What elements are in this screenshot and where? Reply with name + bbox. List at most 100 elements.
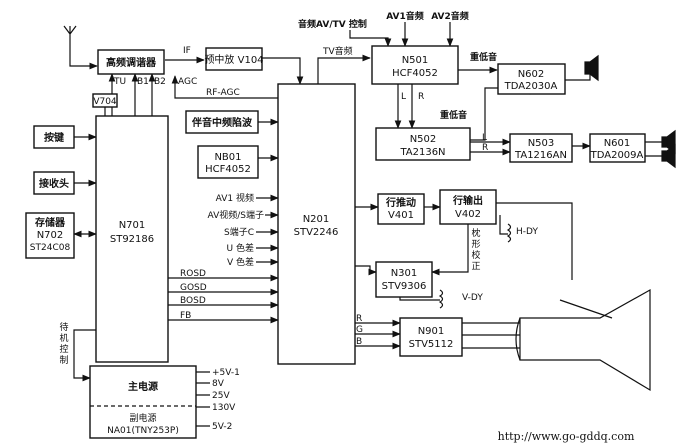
n901-code: N901 [418,326,445,337]
rail-130v-label: 130V [212,403,236,413]
memory-code: N702 [37,230,64,241]
memory-chip: ST24C08 [30,243,71,253]
s-c-label: S端子C [224,226,254,238]
r-label: R [418,92,424,102]
sound-trap-label: 伴音中频陷波 [191,116,253,129]
tuner-label: 高频调谐器 [106,56,157,69]
n201-chip: STV2246 [294,227,339,238]
receiver-box [33,171,75,195]
rail-5v1-label: +5V-1 [212,368,240,378]
sound-trap-box [185,110,259,134]
n901-chip: STV5112 [409,339,454,350]
n701-code: N701 [119,220,146,231]
n701-box [95,115,169,363]
keys-box [33,125,75,149]
n503-box [509,133,573,163]
n502-chip: TA2136N [399,147,445,158]
l-out-label: L [482,133,487,143]
pincushion-label: 枕形校正 [471,227,480,272]
n201-code: N201 [303,214,330,225]
watermark: http://www.go-gddq.com [498,430,635,443]
n901-box [399,317,463,357]
n502-code: N502 [410,134,437,145]
r-out-label: R [482,143,488,153]
b2-pin-label: B2 [154,77,166,87]
if-signal-label: IF [183,46,191,56]
aux-psu-code: NA01(TNY253P) [107,426,179,436]
memory-box [25,212,75,259]
rosd-label: ROSD [180,269,206,279]
rail-25v-label: 25V [212,391,230,401]
rgb-g-label: G [356,325,363,335]
n301-box [375,261,433,298]
crt-tube-icon [515,288,651,392]
n601-code: N601 [604,138,631,149]
keys-label: 按键 [44,131,65,144]
h-out-box [439,189,497,225]
n301-code: N301 [391,268,418,279]
gosd-label: GOSD [180,283,207,293]
n501-code: N501 [402,55,429,66]
h-dy-label: H-DY [516,227,538,237]
n501-chip: HCF4052 [392,68,438,79]
main-psu-label: 主电源 [128,380,158,393]
n602-box [497,63,566,95]
h-out-code: V402 [455,209,481,220]
rf-agc-label: RF-AGC [206,88,240,98]
v-chroma-label: V 色差 [227,256,254,268]
if-amp-label: 预中放 V104 [204,53,263,66]
wires [63,22,662,427]
tu-pin-label: TU [113,77,126,87]
fb-label: FB [180,311,191,321]
aux-psu-name: 副电源 [129,412,156,424]
antenna-icon [63,25,97,66]
h-drive-name: 行推动 [385,196,416,209]
rgb-r-label: R [356,314,362,324]
agc-pin-label: AGC [178,77,197,87]
av-s-label: AV视频/S端子 [208,209,264,221]
v704-label: V704 [93,97,117,107]
av1-audio-label: AV1音频 [386,10,424,22]
h-out-name: 行输出 [452,194,483,207]
boxes [25,45,646,439]
n701-chip: ST92186 [110,234,154,245]
if-amp-box [205,47,263,71]
speaker-icon [584,54,676,169]
n301-chip: STV9306 [382,281,427,292]
n501-box [371,45,459,85]
rail-5v2-label: 5V-2 [212,422,232,432]
n602-code: N602 [518,69,545,80]
memory-name: 存储器 [35,216,66,229]
n602-chip: TDA2030A [504,81,558,92]
n201-box [277,83,356,365]
av2-audio-label: AV2音频 [431,10,469,22]
n503-code: N503 [528,138,555,149]
tv-audio-label: TV音频 [322,45,353,57]
n601-chip: TDA2009A [590,150,644,161]
v704-box [92,93,118,108]
b1-pin-label: B1 [137,77,149,87]
nb01-chip: HCF4052 [205,164,251,175]
nb01-code: NB01 [214,152,241,163]
n601-box [589,133,646,163]
standby-control-label: 待机控制 [59,321,68,366]
bosd-label: BOSD [180,296,206,306]
rail-8v-label: 8V [212,379,225,389]
h-drive-code: V401 [388,210,414,221]
tuner-box [97,49,165,75]
rgb-b-label: B [356,337,362,347]
n503-chip: TA1216AN [514,150,567,161]
l-label: L [401,92,406,102]
vertical-labels: 待机控制 枕形校正 [59,227,480,366]
bass-top-label: 重低音 [470,51,497,63]
av1-video-label: AV1 视频 [216,192,254,204]
psu-box [89,365,197,439]
n502-box [375,127,471,161]
audio-ctrl-label: 音频AV/TV 控制 [298,18,367,30]
nb01-box [197,145,259,179]
h-drive-box [377,193,425,225]
bass-mid-label: 重低音 [440,109,467,121]
v-dy-label: V-DY [462,293,483,303]
